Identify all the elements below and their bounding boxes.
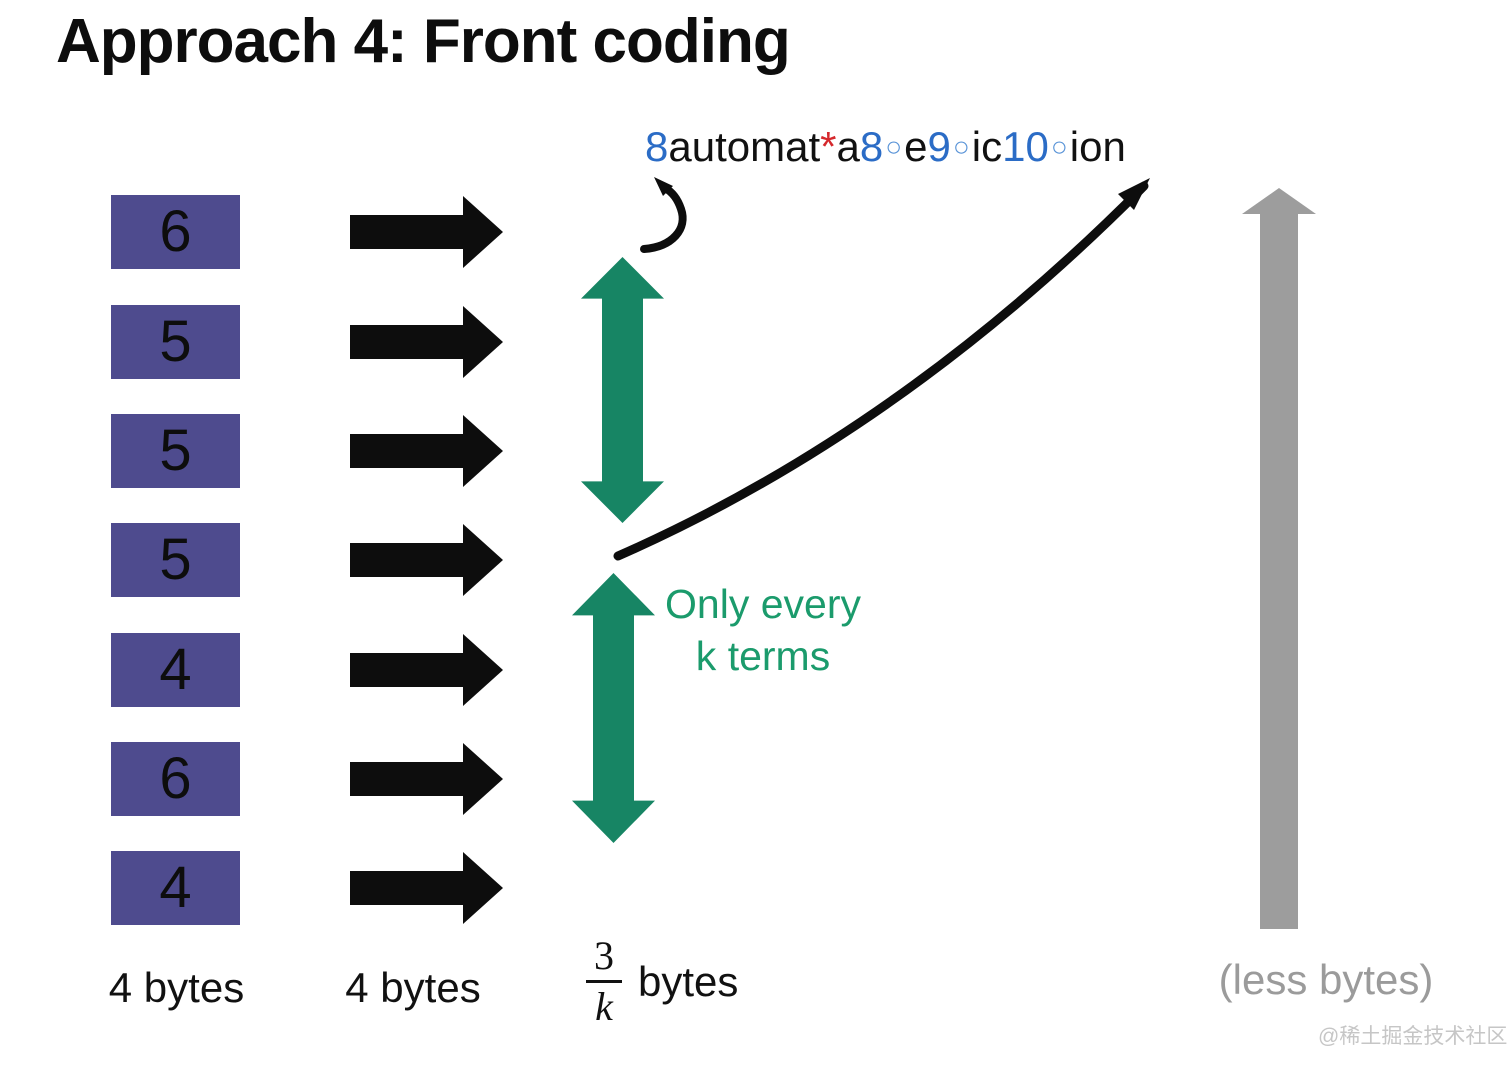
front-coded-string: 8automat*a8○e9○ic10○ion	[645, 123, 1126, 170]
term-length-value: 5	[159, 309, 192, 374]
separator-circle-icon: ○	[1050, 131, 1068, 162]
curved-pointer-arrow-icon	[640, 177, 687, 253]
encoded-segment: 8	[859, 123, 884, 170]
fraction-bytes-label: 3 k bytes	[586, 936, 738, 1027]
encoded-segment: *	[820, 123, 837, 170]
fraction-denominator: k	[595, 984, 613, 1029]
encoded-segment: automat	[668, 123, 821, 170]
term-length-box: 6	[111, 742, 240, 816]
encoded-segment: ic	[971, 123, 1003, 170]
right-arrow-icon	[350, 634, 503, 706]
term-length-box: 6	[111, 195, 240, 269]
double-arrow-icon	[581, 257, 664, 523]
term-length-value: 4	[159, 855, 192, 920]
double-arrow-icon	[572, 573, 655, 843]
term-length-value: 5	[159, 418, 192, 483]
separator-circle-icon: ○	[952, 131, 970, 162]
bytes-label-col1: 4 bytes	[108, 964, 245, 1011]
encoded-segment: 8	[645, 123, 669, 170]
right-arrow-icon	[350, 415, 503, 487]
fraction-numerator: 3	[586, 936, 622, 983]
k-terms-line: k terms	[695, 633, 831, 679]
encoded-segment: 9	[927, 123, 951, 170]
term-length-value: 4	[159, 637, 192, 702]
bytes-label-col2: 4 bytes	[345, 964, 481, 1011]
term-length-value: 6	[159, 199, 192, 264]
right-arrow-icon	[350, 743, 503, 815]
fraction: 3 k	[586, 936, 622, 1027]
less-bytes-label: (less bytes)	[1218, 956, 1434, 1003]
encoded-segment: ion	[1069, 123, 1126, 170]
right-arrow-icon	[350, 852, 503, 924]
term-length-box: 4	[111, 851, 240, 925]
long-curved-arrow-icon	[613, 178, 1150, 561]
encoded-segment: a	[836, 123, 860, 170]
only-every-line: Only every	[665, 581, 861, 627]
page-title: Approach 4: Front coding	[56, 7, 791, 76]
term-length-box: 4	[111, 633, 240, 707]
right-arrow-icon	[350, 524, 503, 596]
term-length-box: 5	[111, 414, 240, 488]
term-length-box: 5	[111, 523, 240, 597]
up-arrow-icon	[1242, 188, 1316, 929]
term-length-value: 5	[159, 527, 192, 592]
right-arrow-icon	[350, 306, 503, 378]
encoded-segment: 10	[1002, 123, 1049, 170]
watermark: @稀土掘金技术社区	[1318, 1025, 1508, 1048]
right-arrow-icon	[350, 196, 503, 268]
encoded-segment: e	[904, 123, 928, 170]
only-every-k-terms-label: Only every k terms	[655, 578, 871, 682]
fraction-unit: bytes	[638, 957, 739, 1005]
separator-circle-icon: ○	[885, 131, 903, 162]
term-length-value: 6	[159, 746, 192, 811]
term-length-box: 5	[111, 305, 240, 379]
